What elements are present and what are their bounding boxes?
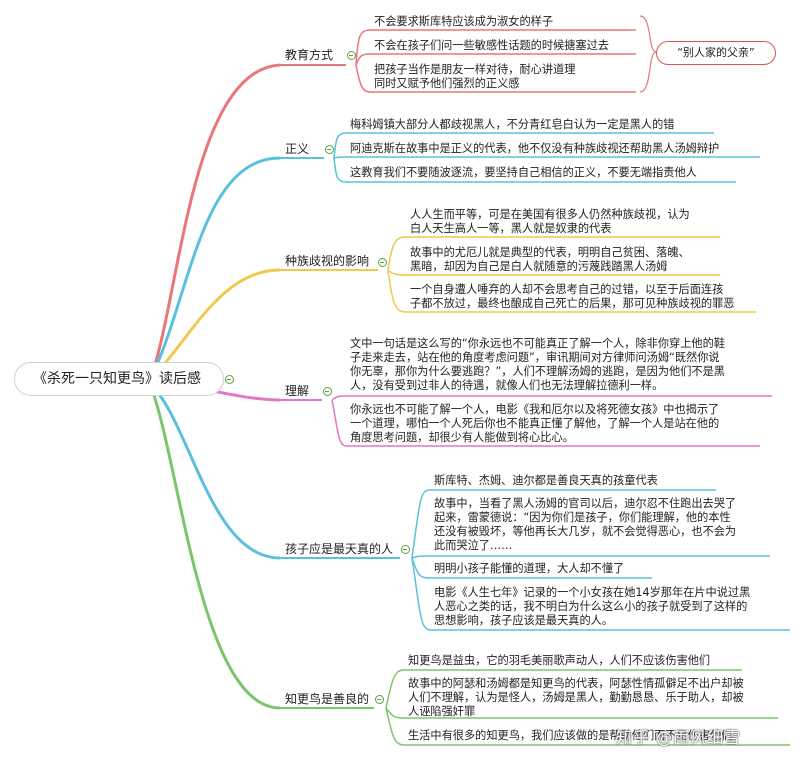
collapse-icon[interactable] xyxy=(378,258,387,267)
branch-education[interactable]: 教育方式 xyxy=(285,48,334,62)
watermark: 知乎 @雨风细雪 xyxy=(616,728,742,747)
leaf-node[interactable]: 文中一句话是这么写的“你永远也不可能真正了解一个人，除非你穿上他的鞋 子走来走去… xyxy=(350,337,725,392)
collapse-icon[interactable] xyxy=(323,387,332,396)
leaf-node[interactable]: 这教育我们不要随波逐流，要坚持自己相信的正义，不要无端指责他人 xyxy=(350,166,697,179)
collapse-icon[interactable] xyxy=(225,375,234,384)
leaf-node[interactable]: 故事中的阿瑟和汤姆都是知更鸟的代表，阿瑟性情孤僻足不出户却被 人们不理解，认为是… xyxy=(408,677,744,718)
link-education xyxy=(148,63,281,381)
leaf-node[interactable]: 故事中的尤厄儿就是典型的代表，明明自己贫困、落魄、 黑暗，却因为自己是白人就随意… xyxy=(410,246,690,273)
branch-innocence[interactable]: 孩子应是最天真的人 xyxy=(285,542,394,556)
leaf-node[interactable]: 故事中，当看了黑人汤姆的官司以后，迪尔忍不住跑出去哭了 起来，雷蒙德说：“因为你… xyxy=(434,497,737,552)
branch-racism[interactable]: 种族歧视的影响 xyxy=(285,254,370,268)
leaf-node[interactable]: 斯库特、杰姆、迪尔都是善良天真的孩童代表 xyxy=(434,474,658,487)
leaf-node[interactable]: 一个自身遭人唾弃的人却不会思考自己的过错，以至于后面连孩 子都不放过，最终也酿成… xyxy=(410,283,735,310)
callout-bubble[interactable]: “别人家的父亲” xyxy=(656,41,776,65)
link-justice xyxy=(148,156,281,381)
collapse-icon[interactable] xyxy=(375,695,384,704)
leaf-node[interactable]: 梅科姆镇大部分人都歧视黑人，不分青红皂白认为一定是黑人的错 xyxy=(350,118,675,131)
leaf-node[interactable]: 把孩子当作是朋友一样对待，耐心讲道理 同时又赋予他们强烈的正义感 xyxy=(374,63,576,90)
leaf-node[interactable]: 生活中有很多的知更鸟，我们应该做的是帮助他们而不是伤害他们 xyxy=(408,729,733,742)
leaf-node[interactable]: 明明小孩子能懂的道理，大人却不懂了 xyxy=(434,562,625,575)
leaf-node[interactable]: 阿迪克斯在故事中是正义的代表，他不仅没有种族歧视还帮助黑人汤姆辩护 xyxy=(350,142,720,155)
collapse-icon[interactable] xyxy=(347,51,356,60)
leaf-node[interactable]: 你永远也不可能了解一个人，电影《我和厄尔以及将死德女孩》中也揭示了 一个道理，哪… xyxy=(350,403,720,444)
leaf-node[interactable]: 不会要求斯库特应该成为淑女的样子 xyxy=(374,15,554,28)
leaf-node[interactable]: 知更鸟是益虫，它的羽毛美丽歌声动人，人们不应该伤害他们 xyxy=(408,654,711,667)
link-innocence xyxy=(148,382,281,560)
root-label: 《杀死一只知更鸟》读后感 xyxy=(33,371,201,387)
root-topic[interactable]: 《杀死一只知更鸟》读后感 xyxy=(14,362,224,396)
branch-understanding[interactable]: 理解 xyxy=(285,384,310,398)
branch-mockingbird[interactable]: 知更鸟是善良的 xyxy=(285,692,370,706)
collapse-icon[interactable] xyxy=(401,545,410,554)
leaf-node[interactable]: 电影《人生七年》记录的一个小女孩在她14岁那年在片中说过黑 人恶心之类的话，我不… xyxy=(434,586,751,627)
leaf-node[interactable]: 不会在孩子们问一些敏感性话题的时候搪塞过去 xyxy=(374,39,609,52)
leaf-node[interactable]: 人人生而平等，可是在美国有很多人仍然种族歧视，认为 白人天生高人一等，黑人就是奴… xyxy=(410,208,690,235)
link-mockingbird xyxy=(148,383,281,710)
collapse-icon[interactable] xyxy=(325,145,334,154)
branch-justice[interactable]: 正义 xyxy=(285,142,310,156)
